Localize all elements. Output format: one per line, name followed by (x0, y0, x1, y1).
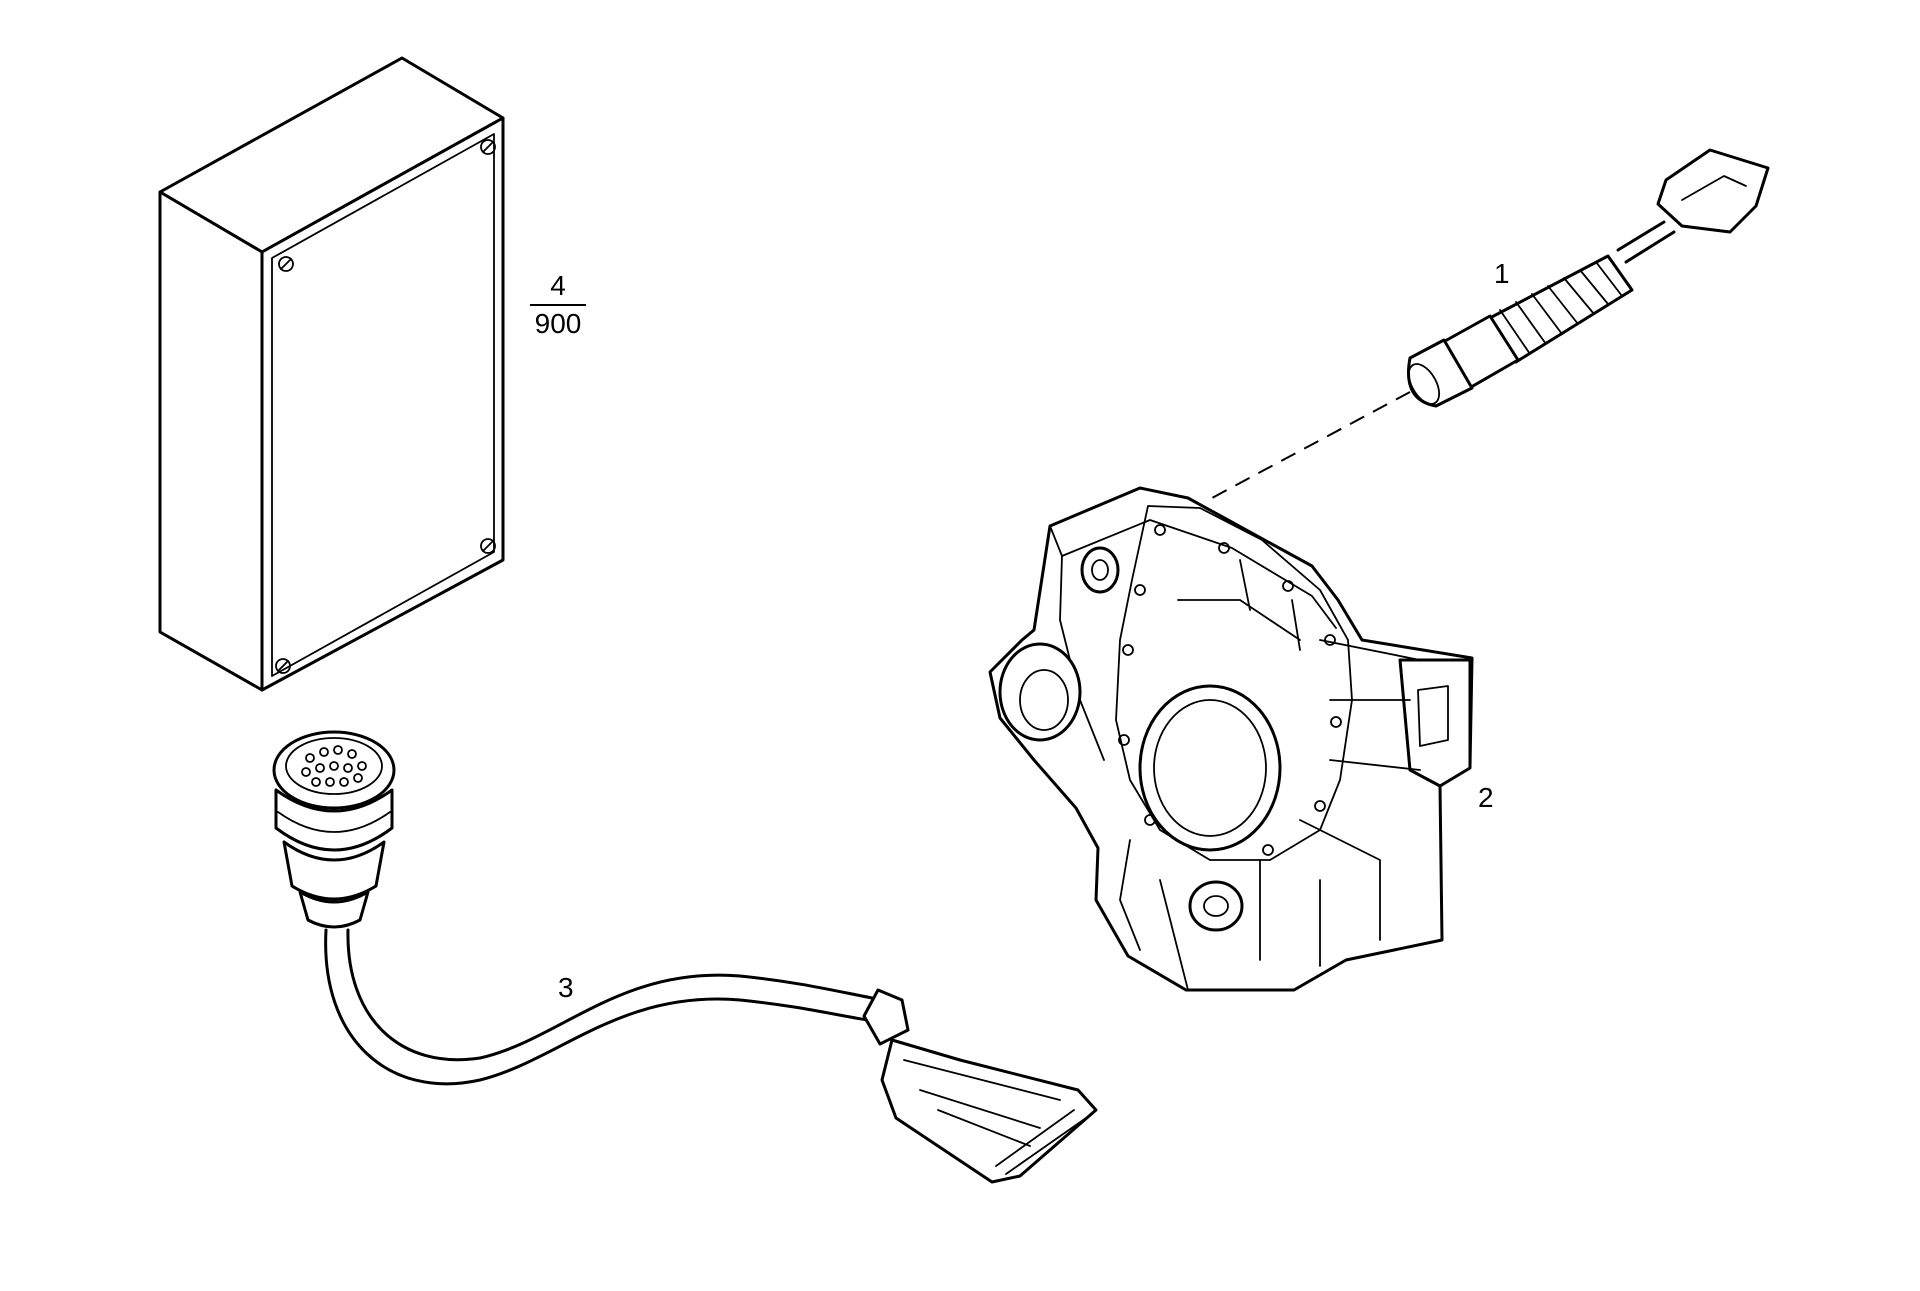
callout-part-2: 2 (1478, 782, 1494, 813)
control-unit-box (158, 56, 505, 692)
round-connector (272, 730, 396, 929)
box-screw (275, 658, 291, 674)
rectangular-connector (862, 988, 1098, 1184)
callout-part-4-number: 4 (550, 270, 566, 301)
callout-part-1: 1 (1494, 258, 1510, 289)
callout-part-3: 3 (558, 972, 574, 1003)
callout-part-4-reference: 900 (534, 308, 582, 339)
fraction-bar (530, 304, 586, 306)
box-screw (480, 538, 496, 554)
sensor (1211, 148, 1770, 499)
callout-part-4: 4 900 (528, 272, 588, 338)
box-screw (278, 256, 294, 272)
flywheel-housing (988, 486, 1474, 992)
box-screw (480, 139, 496, 155)
cable-harness (272, 730, 1098, 1184)
